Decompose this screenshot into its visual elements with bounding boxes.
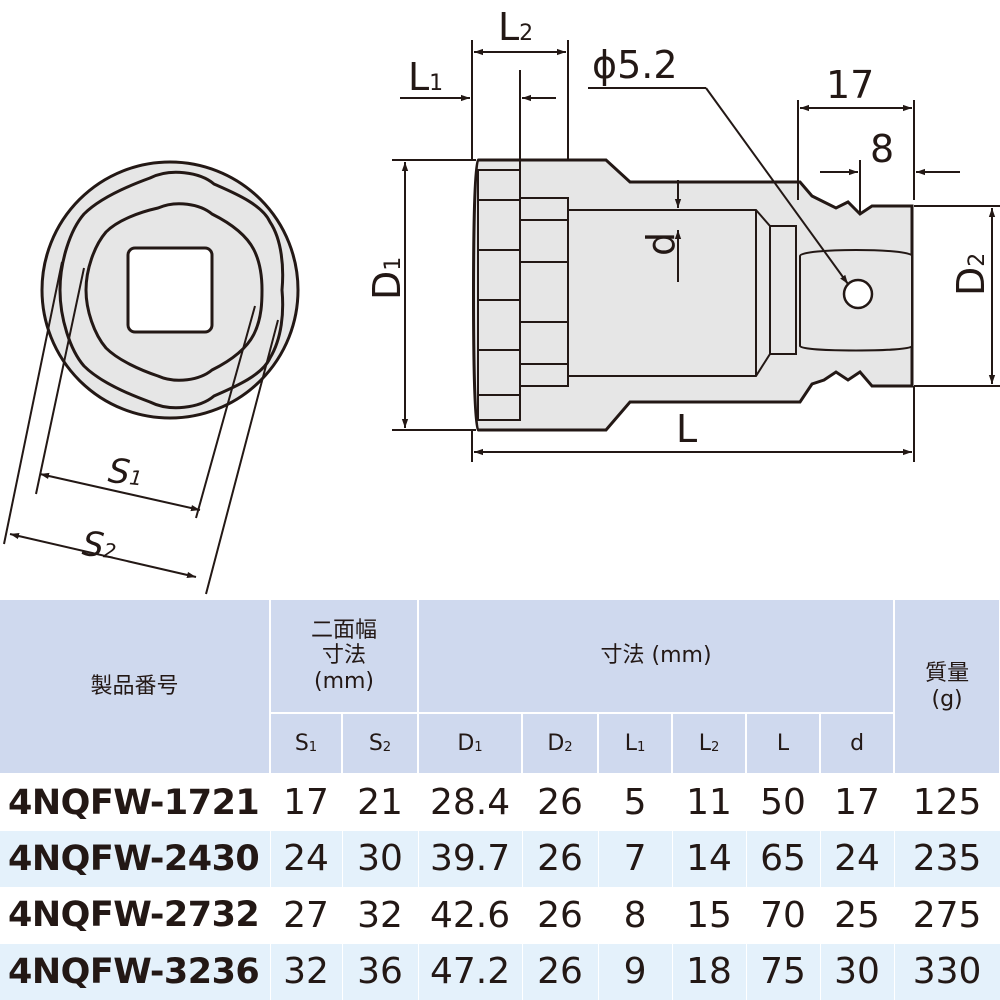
cell-model: 4NQFW-1721 [0,774,271,831]
s1-extension-left [35,267,85,495]
table-row: 4NQFW-1721 17 21 28.4 26 5 11 50 17 125 [0,774,1000,831]
cell-l: 50 [746,774,821,831]
cell-l: 75 [746,943,821,1000]
header-s2: S2 [342,713,420,775]
header-d2: D2 [522,713,600,775]
cell-l1: 8 [598,887,673,944]
table-row: 4NQFW-3236 32 36 47.2 26 9 18 75 30 330 [0,943,1000,1000]
header-dimensions: 寸法 (mm) [418,600,896,714]
cell-model: 4NQFW-2732 [0,887,271,944]
socket-body [472,158,914,432]
header-d: d [820,713,896,775]
dim-17-label: 17 [826,63,874,107]
l1-label: L1 [408,55,443,99]
cell-d1: 42.6 [418,887,523,944]
cell-l2: 14 [672,830,747,887]
cell-s1: 32 [270,943,343,1000]
square-drive-opening [126,246,214,334]
header-d1: D1 [418,713,524,775]
cell-l: 70 [746,887,821,944]
cell-s2: 32 [342,887,419,944]
s2-label: S2 [80,524,118,567]
cell-s1: 17 [270,774,343,831]
technical-drawing: S1 S2 L2 L1 ϕ5.2 [3,5,1000,595]
l-label: L [676,407,697,451]
socket-side-view: L2 L1 ϕ5.2 17 8 D1 D2 d [365,5,1000,462]
cell-l1: 5 [598,774,673,831]
d1-label: D1 [365,257,409,300]
end-face-left [477,169,521,421]
cell-s1: 24 [270,830,343,887]
cell-l2: 11 [672,774,747,831]
cell-s1: 27 [270,887,343,944]
cell-s2: 30 [342,830,419,887]
cell-d1: 47.2 [418,943,523,1000]
cell-mass: 235 [894,830,1000,887]
s2-dimension-line [9,532,197,579]
cell-d: 25 [820,887,895,944]
header-l2: L2 [672,713,748,775]
header-mass: 質量 (g) [894,600,1000,775]
cell-l2: 18 [672,943,747,1000]
table-row: 4NQFW-2732 27 32 42.6 26 8 15 70 25 275 [0,887,1000,944]
cell-model: 4NQFW-2430 [0,830,271,887]
header-s1: S1 [270,713,343,775]
cell-s2: 21 [342,774,419,831]
cell-model: 4NQFW-3236 [0,943,271,1000]
socket-end-view: S1 S2 [3,160,300,595]
specification-table: 製品番号 二面幅 寸法 (mm) 寸法 (mm) 質量 (g) S1 S2 D1… [0,600,1000,1000]
cell-l1: 7 [598,830,673,887]
table-row: 4NQFW-2430 24 30 39.7 26 7 14 65 24 235 [0,830,1000,887]
hole-diameter-label: ϕ5.2 [592,43,678,87]
header-model: 製品番号 [0,600,271,775]
cell-d2: 26 [522,943,599,1000]
cell-d: 30 [820,943,895,1000]
s2-extension-left [3,261,63,545]
header-l: L [746,713,822,775]
cell-d: 17 [820,774,895,831]
d-label: d [639,232,683,256]
cell-d1: 28.4 [418,774,523,831]
cell-l1: 9 [598,943,673,1000]
cell-mass: 330 [894,943,1000,1000]
cell-d2: 26 [522,774,599,831]
cell-l2: 15 [672,887,747,944]
table-header-row: 製品番号 二面幅 寸法 (mm) 寸法 (mm) 質量 (g) [0,600,1000,775]
cell-mass: 275 [894,887,1000,944]
s2-extension-right [205,319,279,595]
cell-d: 24 [820,830,895,887]
pin-hole [842,278,874,310]
table-subheader-row: S1 S2 D1 D2 L1 L2 L d [0,713,1000,775]
s1-dimension-line [39,472,201,512]
d2-label: D2 [949,253,993,296]
cell-mass: 125 [894,774,1000,831]
cell-d2: 26 [522,830,599,887]
s1-label: S1 [106,451,144,494]
cell-s2: 36 [342,943,419,1000]
end-face-segments [478,199,568,396]
cell-d2: 26 [522,887,599,944]
cell-d1: 39.7 [418,830,523,887]
cell-l: 65 [746,830,821,887]
dim-8-label: 8 [870,127,894,171]
header-l1: L1 [598,713,674,775]
l2-label: L2 [498,5,533,49]
end-face-right [519,197,569,387]
s1-extension-right [195,305,256,519]
header-across-flats: 二面幅 寸法 (mm) [270,600,420,714]
hole-leader-diagonal [705,87,849,285]
inner-bore [568,209,797,377]
